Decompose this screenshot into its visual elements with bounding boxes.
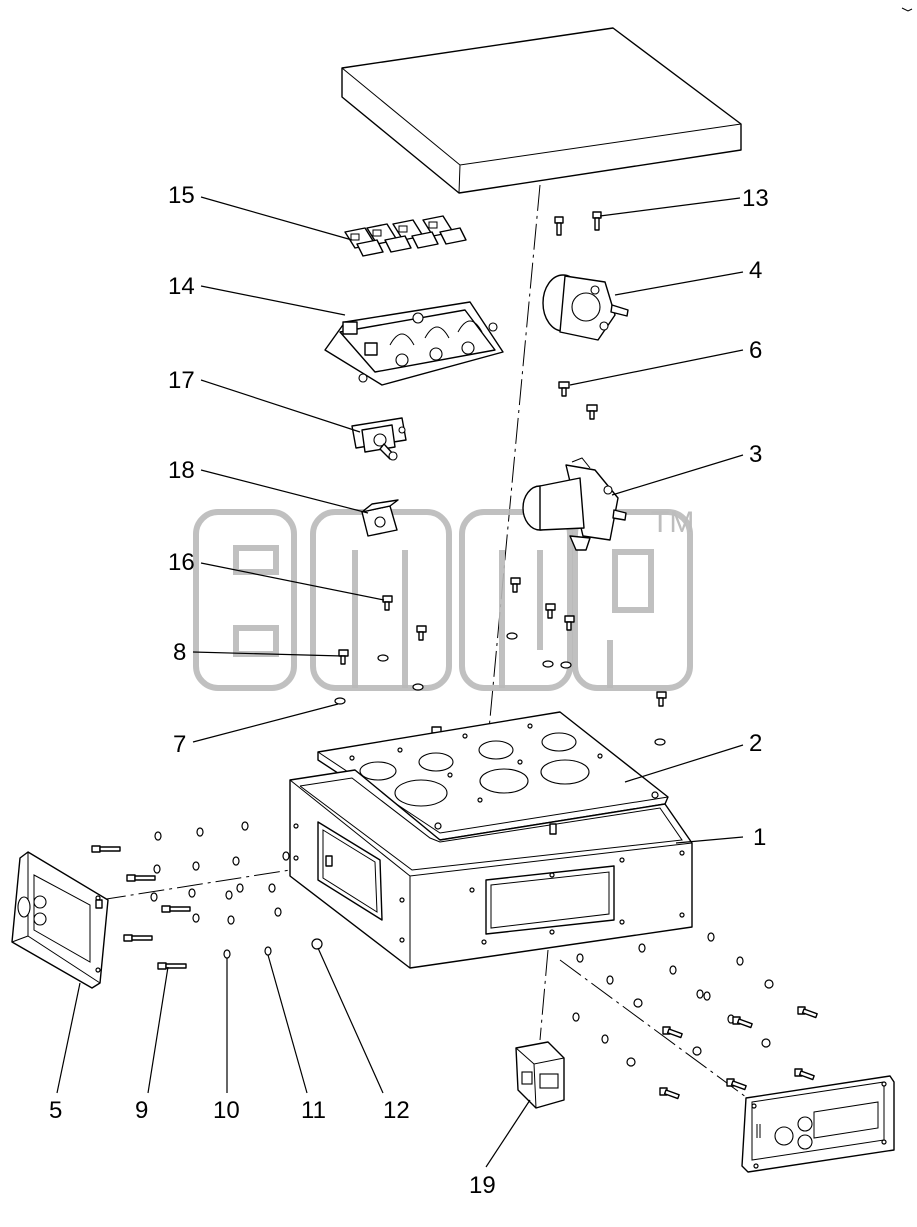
left-fasteners	[91, 821, 323, 970]
screws-6	[558, 381, 598, 420]
trademark-sign: TM	[651, 506, 694, 539]
terminal-clips	[344, 215, 467, 257]
assembly-axis-lower	[539, 949, 549, 1041]
callout-8: 8	[173, 639, 186, 666]
screws-top	[554, 211, 602, 236]
callout-9: 9	[135, 1097, 148, 1124]
fuse-block	[324, 301, 504, 386]
callout-16: 16	[168, 549, 195, 576]
left-side-panel	[11, 851, 109, 989]
callout-15: 15	[168, 182, 195, 209]
callout-6: 6	[749, 337, 762, 364]
callout-10: 10	[213, 1097, 240, 1124]
callout-4: 4	[749, 257, 762, 284]
callout-18: 18	[168, 457, 195, 484]
starter-relay	[542, 274, 629, 341]
right-fasteners	[572, 932, 818, 1100]
callout-7: 7	[173, 731, 186, 758]
small-fasteners-middle	[334, 577, 667, 746]
solenoid	[522, 457, 627, 551]
corner-mark	[901, 7, 913, 12]
callout-13: 13	[742, 185, 769, 212]
callout-11: 11	[301, 1097, 326, 1124]
assembly-axis	[487, 184, 541, 741]
leader-lines	[56, 196, 744, 1168]
connector-block	[515, 1041, 565, 1109]
toggle-switch	[351, 417, 407, 461]
callout-3: 3	[749, 441, 762, 468]
relay	[361, 499, 399, 537]
callout-labels: 15 14 17 18 16 8 7 13 4 6 3 2 1 5 9 10 1…	[49, 182, 769, 1199]
right-side-panel	[741, 1075, 895, 1173]
callout-14: 14	[168, 273, 195, 300]
assembly-axis-left	[99, 869, 291, 901]
callout-17: 17	[168, 367, 195, 394]
cover-lid	[341, 27, 742, 194]
housing-box	[289, 769, 693, 969]
callout-2: 2	[749, 730, 762, 757]
callout-19: 19	[469, 1172, 496, 1199]
assembly-axis-right	[559, 959, 751, 1101]
watermark-logo: TM	[193, 506, 694, 691]
callout-1: 1	[753, 824, 766, 851]
callout-5: 5	[49, 1097, 62, 1124]
mounting-plate	[317, 711, 669, 841]
callout-12: 12	[383, 1097, 410, 1124]
